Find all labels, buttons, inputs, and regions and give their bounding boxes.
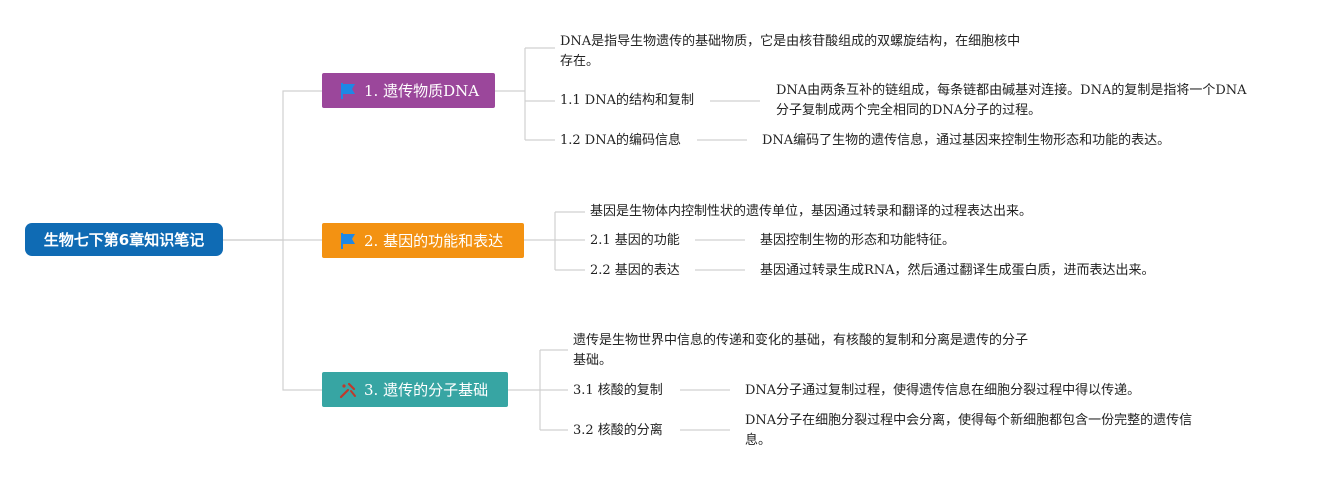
sub3-2-detail-line2: 息。 xyxy=(745,433,772,448)
root-label: 生物七下第6章知识笔记 xyxy=(43,231,205,249)
branch-label-2: 2. 基因的功能和表达 xyxy=(364,232,504,250)
branch3-intro-line1: 遗传是生物世界中信息的传递和变化的基础，有核酸的复制和分离是遗传的分子 xyxy=(573,333,1029,348)
sub-topic-2-1[interactable]: 2.1 基因的功能 xyxy=(590,233,680,248)
sub1-1-detail-line2: 分子复制成两个完全相同的DNA分子的过程。 xyxy=(776,103,1042,118)
branch2-intro-line1: 基因是生物体内控制性状的遗传单位，基因通过转录和翻译的过程表达出来。 xyxy=(590,204,1033,219)
sub1-1-detail-line1: DNA由两条互补的链组成，每条链都由碱基对连接。DNA的复制是指将一个DNA xyxy=(776,83,1247,98)
branch-node-2[interactable]: 2. 基因的功能和表达 xyxy=(322,223,524,258)
branch-label-1: 1. 遗传物质DNA xyxy=(364,82,480,100)
branch-node-3[interactable]: 3. 遗传的分子基础 xyxy=(322,372,508,407)
sub-topic-2-2[interactable]: 2.2 基因的表达 xyxy=(590,263,680,278)
blue-flag-icon xyxy=(338,231,358,251)
branch-node-1[interactable]: 1. 遗传物质DNA xyxy=(322,73,495,108)
sub1-2-detail-line1: DNA编码了生物的遗传信息，通过基因来控制生物形态和功能的表达。 xyxy=(762,133,1171,148)
connector-branch2-bracket xyxy=(524,212,556,270)
sub3-2-detail-line1: DNA分子在细胞分裂过程中会分离，使得每个新细胞都包含一份完整的遗传信 xyxy=(745,413,1193,428)
root-node[interactable]: 生物七下第6章知识笔记 xyxy=(25,223,223,256)
sub2-2-detail-line1: 基因通过转录生成RNA，然后通过翻译生成蛋白质，进而表达出来。 xyxy=(760,263,1155,278)
sub-topic-3-1[interactable]: 3.1 核酸的复制 xyxy=(573,383,663,398)
branch3-intro-line2: 基础。 xyxy=(573,353,613,368)
sub-topic-1-2[interactable]: 1.2 DNA的编码信息 xyxy=(560,133,681,148)
sub2-1-detail-line1: 基因控制生物的形态和功能特征。 xyxy=(760,233,956,248)
branch1-intro-line1: DNA是指导生物遗传的基础物质，它是由核苷酸组成的双螺旋结构，在细胞核中 xyxy=(560,34,1021,49)
branch-label-3: 3. 遗传的分子基础 xyxy=(364,381,489,399)
connector-branch3-bracket xyxy=(508,350,541,430)
connector-branch1-bracket xyxy=(495,48,526,140)
connector-root-branch1 xyxy=(223,90,322,241)
tools-icon xyxy=(338,380,358,400)
sub-topic-1-1[interactable]: 1.1 DNA的结构和复制 xyxy=(560,93,694,108)
branch1-intro-line2: 存在。 xyxy=(560,54,600,69)
connector-root-branch3 xyxy=(282,240,322,391)
sub-topic-3-2[interactable]: 3.2 核酸的分离 xyxy=(573,423,663,438)
sub3-1-detail-line1: DNA分子通过复制过程，使得遗传信息在细胞分裂过程中得以传递。 xyxy=(745,383,1141,398)
blue-flag-icon xyxy=(338,81,358,101)
